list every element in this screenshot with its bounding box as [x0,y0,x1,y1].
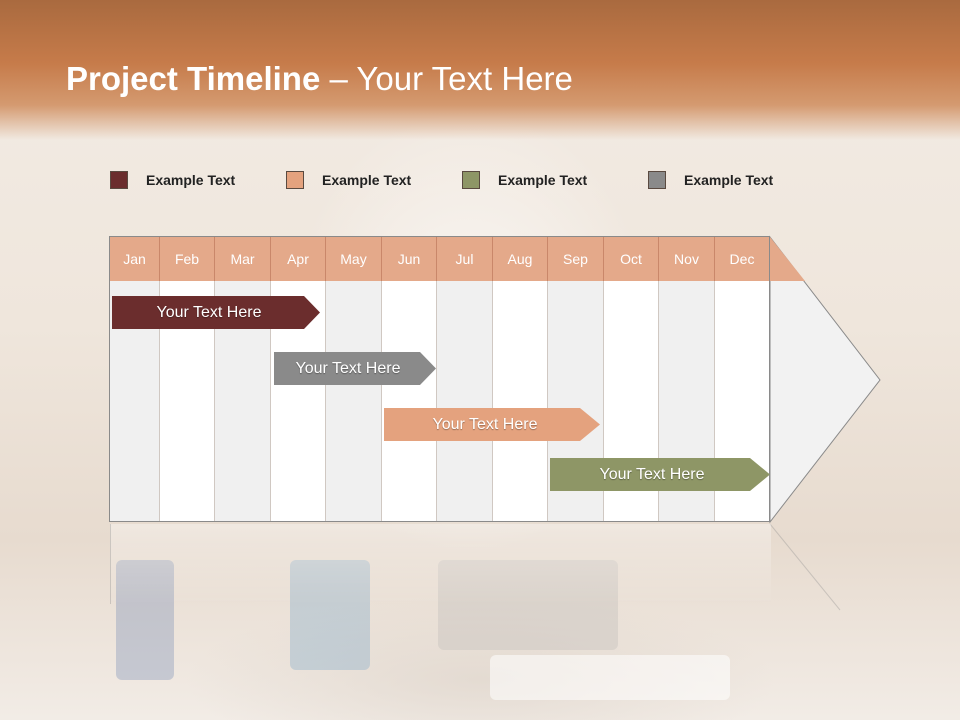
month-label: Aug [493,237,548,281]
task-label: Your Text Here [156,303,262,321]
months-header: Jan Feb Mar Apr May Jun Jul Aug Sep Oct … [110,237,770,281]
title-rest: – Your Text Here [320,60,573,97]
task-arrow[interactable]: Your Text Here [384,408,600,441]
month-label: Apr [271,237,326,281]
legend-item: Example Text [286,170,411,190]
legend-item: Example Text [110,170,235,190]
timeline-reflection [110,524,771,604]
legend-swatch [648,171,666,189]
header-band [0,0,960,140]
month-label: Jan [110,237,160,281]
month-label: Oct [604,237,659,281]
task-label: Your Text Here [295,359,401,377]
month-label: Dec [715,237,770,281]
month-label: May [326,237,382,281]
legend-swatch [286,171,304,189]
month-label: Mar [215,237,271,281]
task-label: Your Text Here [599,465,705,483]
month-label: Nov [659,237,715,281]
legend-swatch [462,171,480,189]
papers-decoration [490,655,730,700]
grid-column [326,281,382,522]
legend-swatch [110,171,128,189]
grid-column [493,281,548,522]
task-arrow[interactable]: Your Text Here [274,352,436,385]
title-bold: Project Timeline [66,60,321,97]
legend-label: Example Text [498,172,588,188]
task-label: Your Text Here [432,415,538,433]
month-label: Jun [382,237,437,281]
legend-label: Example Text [684,172,774,188]
lab-flask-decoration [290,560,370,670]
month-label: Sep [548,237,604,281]
legend-label: Example Text [146,172,236,188]
microscope-decoration [438,560,618,650]
legend-item: Example Text [462,170,587,190]
legend-item: Example Text [648,170,773,190]
task-arrow[interactable]: Your Text Here [112,296,320,329]
grid-column [382,281,437,522]
legend-label: Example Text [322,172,412,188]
month-label: Jul [437,237,493,281]
lab-bottle-decoration [116,560,174,680]
grid-column [437,281,493,522]
month-label: Feb [160,237,215,281]
page-title: Project Timeline – Your Text Here [66,60,573,98]
task-arrow[interactable]: Your Text Here [550,458,770,491]
